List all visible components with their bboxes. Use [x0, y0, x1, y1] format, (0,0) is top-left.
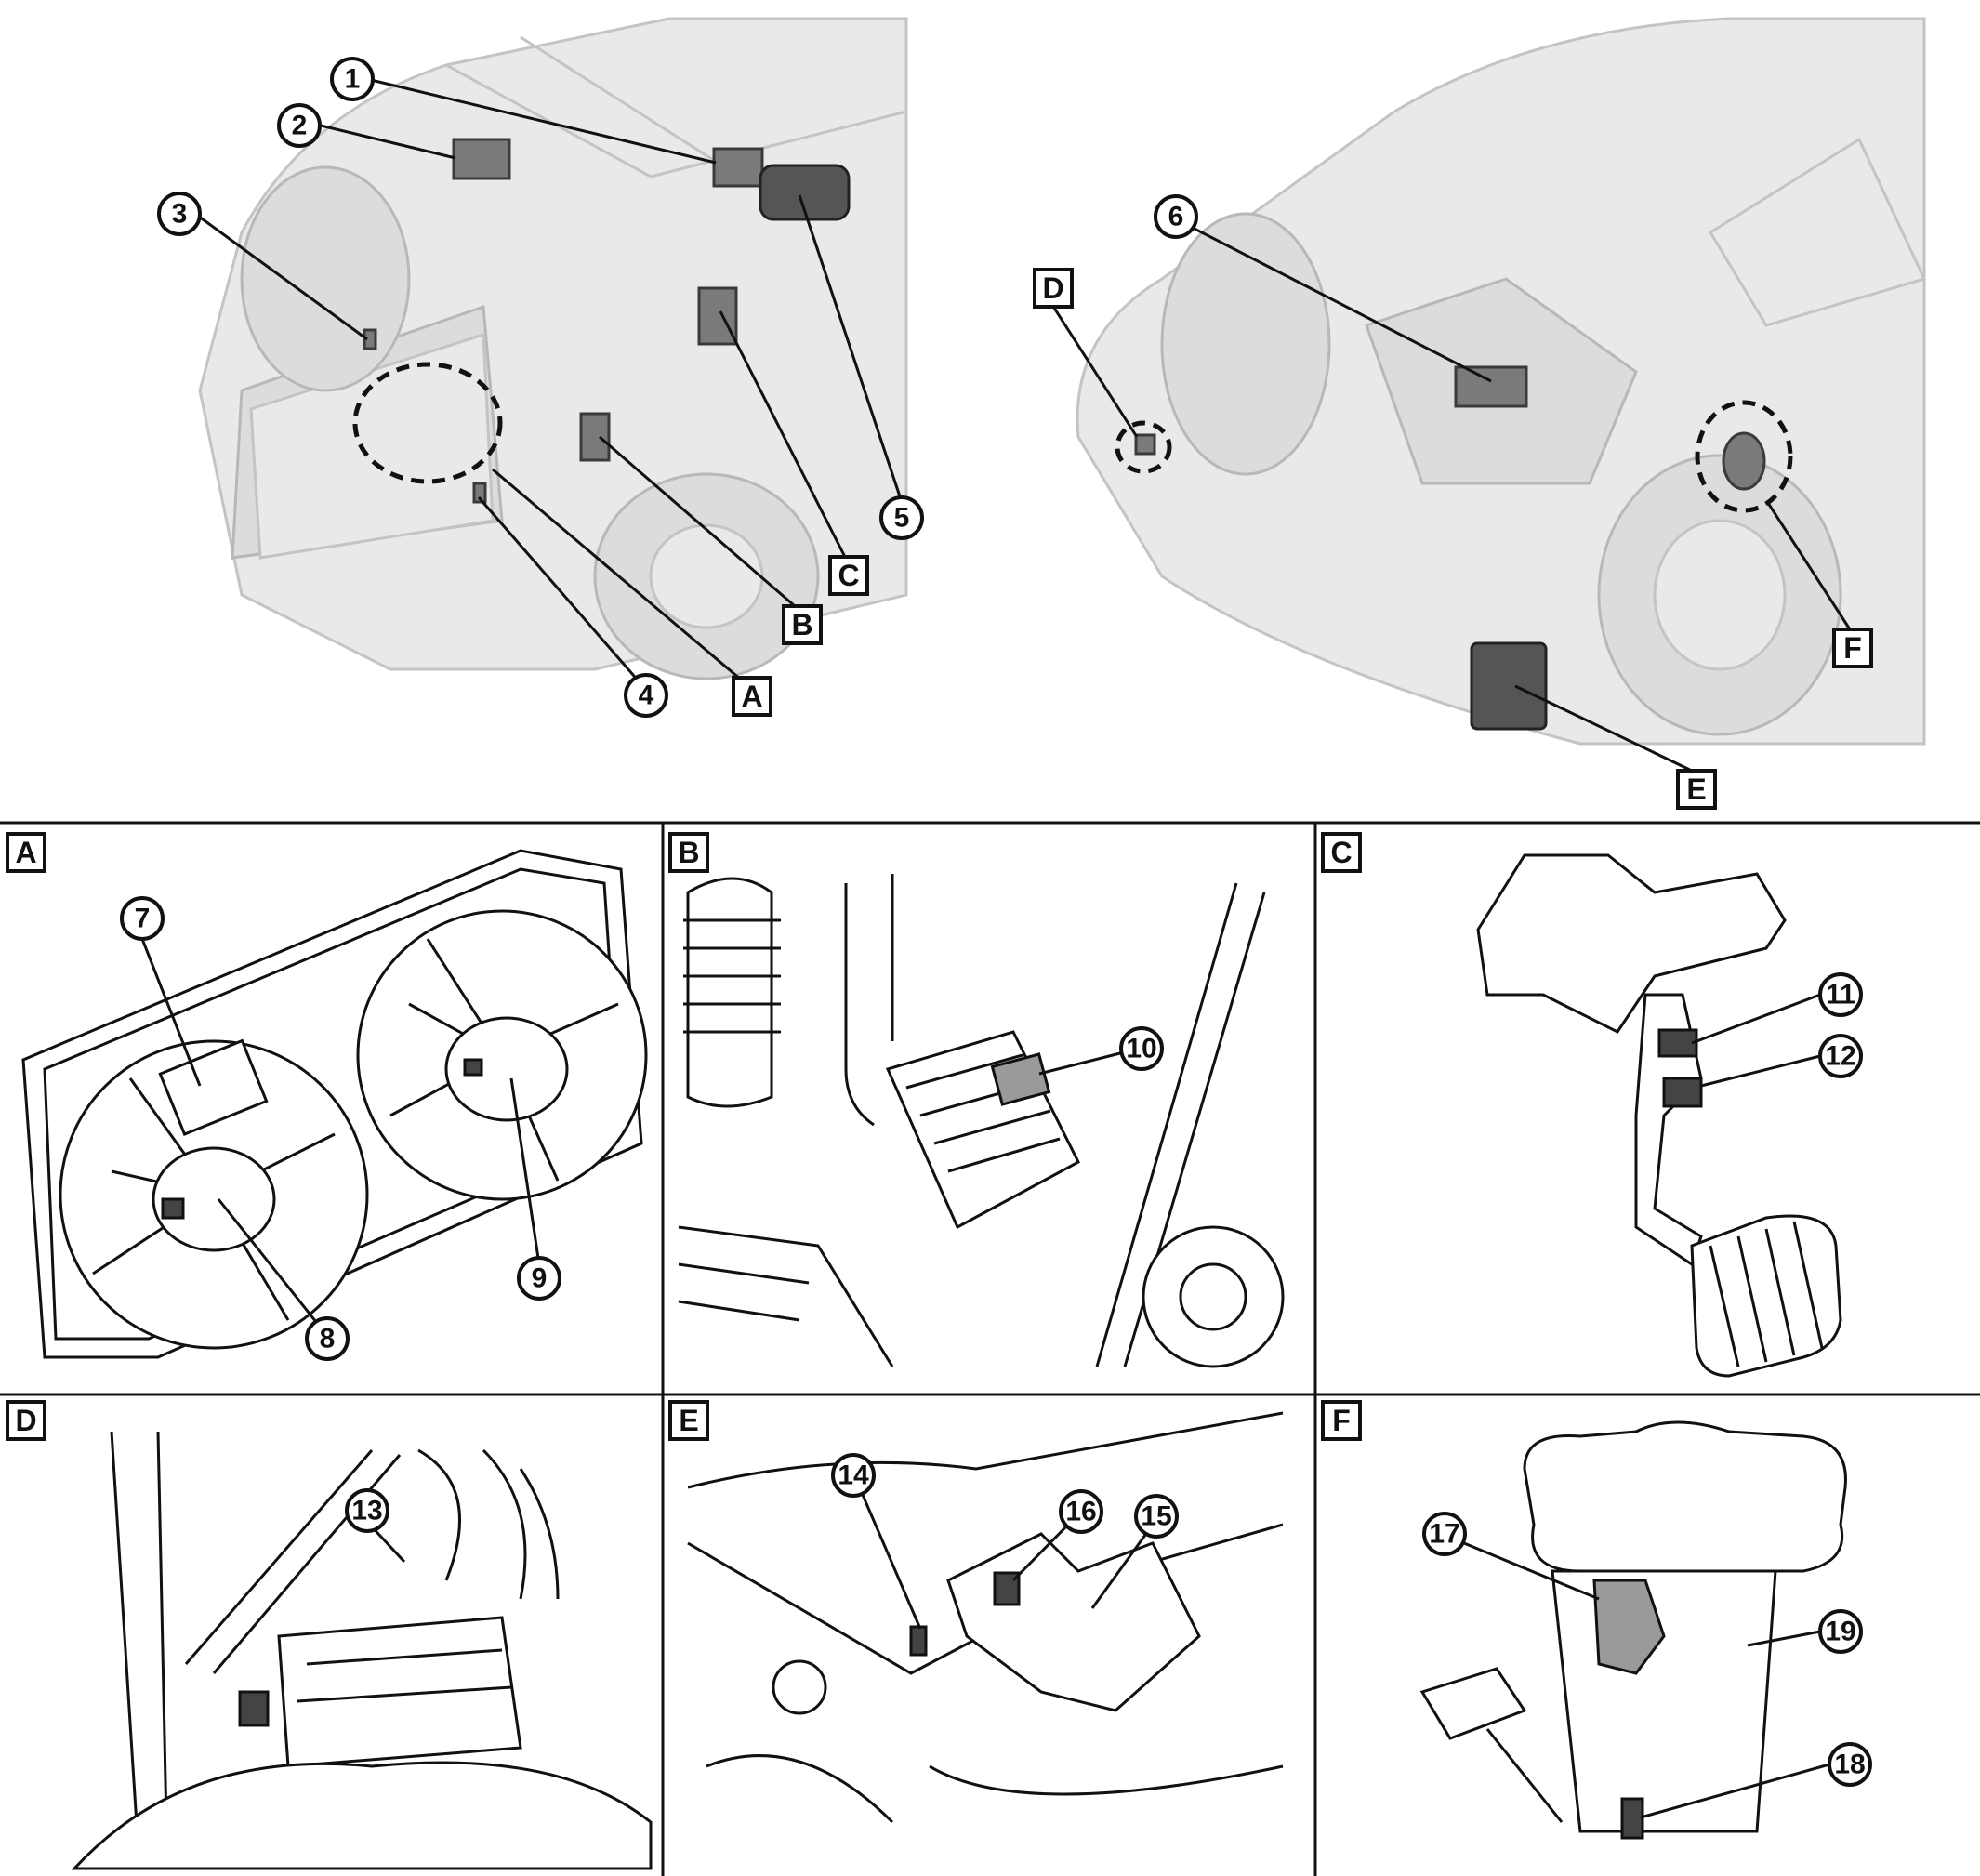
component-5	[759, 164, 851, 221]
brake-pedal-pad	[1690, 1214, 1842, 1378]
brake-switch-11	[1657, 1028, 1698, 1058]
callout-10: 10	[1119, 1026, 1164, 1071]
callout-11: 11	[1818, 972, 1863, 1017]
callout-15-text: 15	[1141, 1501, 1171, 1532]
detail-D-letter: D	[15, 1404, 36, 1437]
letter-C: C	[828, 555, 869, 596]
fuel-pump-body	[1551, 1569, 1777, 1833]
callout-4: 4	[624, 673, 668, 718]
letter-B: B	[782, 604, 823, 645]
callout-17-text: 17	[1429, 1519, 1459, 1550]
connector-8	[161, 1197, 185, 1220]
fuel-pump-flange	[1523, 1420, 1847, 1573]
callout-18: 18	[1828, 1742, 1872, 1787]
letter-F: F	[1832, 628, 1873, 668]
callout-7-text: 7	[135, 904, 151, 934]
battery	[277, 1616, 522, 1768]
detail-grid	[0, 821, 1980, 1876]
detail-A: A 7 8 9	[6, 832, 648, 1361]
callout-12-text: 12	[1825, 1041, 1855, 1072]
fuel-level-sensor-18	[1620, 1797, 1644, 1840]
letter-F-text: F	[1843, 631, 1862, 665]
callout-6: 6	[1154, 194, 1198, 239]
battery-sensor	[238, 1690, 270, 1727]
detail-A-marker	[352, 362, 503, 484]
component-6	[1454, 365, 1528, 408]
callout-14: 14	[831, 1453, 876, 1498]
detail-B-letter: B	[678, 836, 699, 869]
callout-17: 17	[1422, 1512, 1467, 1556]
callout-9-text: 9	[532, 1263, 548, 1294]
detail-F-marker	[1695, 400, 1793, 513]
module-15	[946, 1532, 1201, 1712]
fuel-pump-control-module	[1592, 1579, 1666, 1675]
detail-C-letter: C	[1330, 836, 1352, 869]
callout-5: 5	[879, 495, 924, 540]
component-4	[472, 482, 487, 504]
callout-1-text: 1	[345, 64, 361, 95]
component-E-module	[1470, 641, 1548, 731]
letter-D: D	[1033, 268, 1074, 309]
fan-motor-left	[152, 1146, 276, 1252]
letter-C-text: C	[838, 559, 859, 592]
detail-A-letter: A	[15, 836, 36, 869]
callout-13: 13	[345, 1488, 389, 1533]
letter-B-text: B	[791, 608, 812, 641]
callout-13-text: 13	[351, 1496, 382, 1526]
component-B-relay	[579, 412, 611, 462]
callout-19: 19	[1818, 1609, 1863, 1654]
detail-B: B 10	[668, 832, 1285, 1368]
letter-A: A	[732, 676, 772, 717]
detail-E: E 14 16 15	[668, 1400, 1284, 1824]
component-F-fuel-pump	[1722, 431, 1766, 491]
connector-16	[993, 1571, 1021, 1606]
pedal-bracket	[1476, 853, 1787, 1034]
callout-19-text: 19	[1825, 1617, 1855, 1647]
fan-motor-right	[444, 1016, 569, 1122]
letter-E-text: E	[1686, 773, 1706, 806]
callout-2: 2	[277, 103, 322, 148]
vehicle-overview-front: 1 2 3 4 5 A B C	[157, 17, 924, 718]
callout-12: 12	[1818, 1034, 1863, 1078]
callout-16: 16	[1059, 1489, 1103, 1534]
callout-3-text: 3	[172, 199, 188, 230]
letter-E: E	[1676, 769, 1717, 810]
callout-8: 8	[305, 1316, 350, 1361]
component-3	[363, 328, 377, 350]
callout-18-text: 18	[1834, 1750, 1865, 1780]
fan-control-module	[158, 1038, 269, 1137]
callout-9: 9	[517, 1256, 561, 1301]
letter-A-text: A	[741, 680, 762, 713]
callout-5-text: 5	[894, 503, 910, 534]
component-1	[712, 147, 764, 188]
callout-1: 1	[330, 57, 375, 101]
connector-9	[463, 1058, 483, 1077]
detail-C: C 11 12	[1321, 832, 1863, 1378]
callout-14-text: 14	[838, 1460, 869, 1491]
detail-D: D 13	[6, 1400, 653, 1870]
detail-F: F 17 19 18	[1321, 1400, 1872, 1840]
callout-8-text: 8	[320, 1324, 336, 1354]
detail-F-letter: F	[1332, 1404, 1351, 1437]
callout-11-text: 11	[1826, 980, 1855, 1011]
callout-10-text: 10	[1126, 1034, 1156, 1064]
letter-D-text: D	[1042, 271, 1063, 305]
fuel-level-float	[1419, 1667, 1527, 1740]
component-C-pedal	[697, 286, 738, 346]
callout-16-text: 16	[1065, 1497, 1096, 1527]
callout-2-text: 2	[292, 111, 308, 141]
callout-15: 15	[1134, 1494, 1179, 1539]
callout-3: 3	[157, 192, 202, 236]
component-D-battery	[1134, 433, 1156, 456]
callout-7: 7	[120, 896, 165, 941]
stop-lamp-switch-12	[1662, 1077, 1703, 1108]
connector-14	[909, 1625, 928, 1657]
vehicle-overview-rear: 6 D E F	[1033, 17, 1927, 810]
detail-E-letter: E	[679, 1404, 698, 1437]
detail-D-marker	[1115, 420, 1172, 474]
callout-6-text: 6	[1168, 202, 1184, 232]
component-2	[452, 138, 511, 180]
callout-4-text: 4	[639, 680, 654, 711]
